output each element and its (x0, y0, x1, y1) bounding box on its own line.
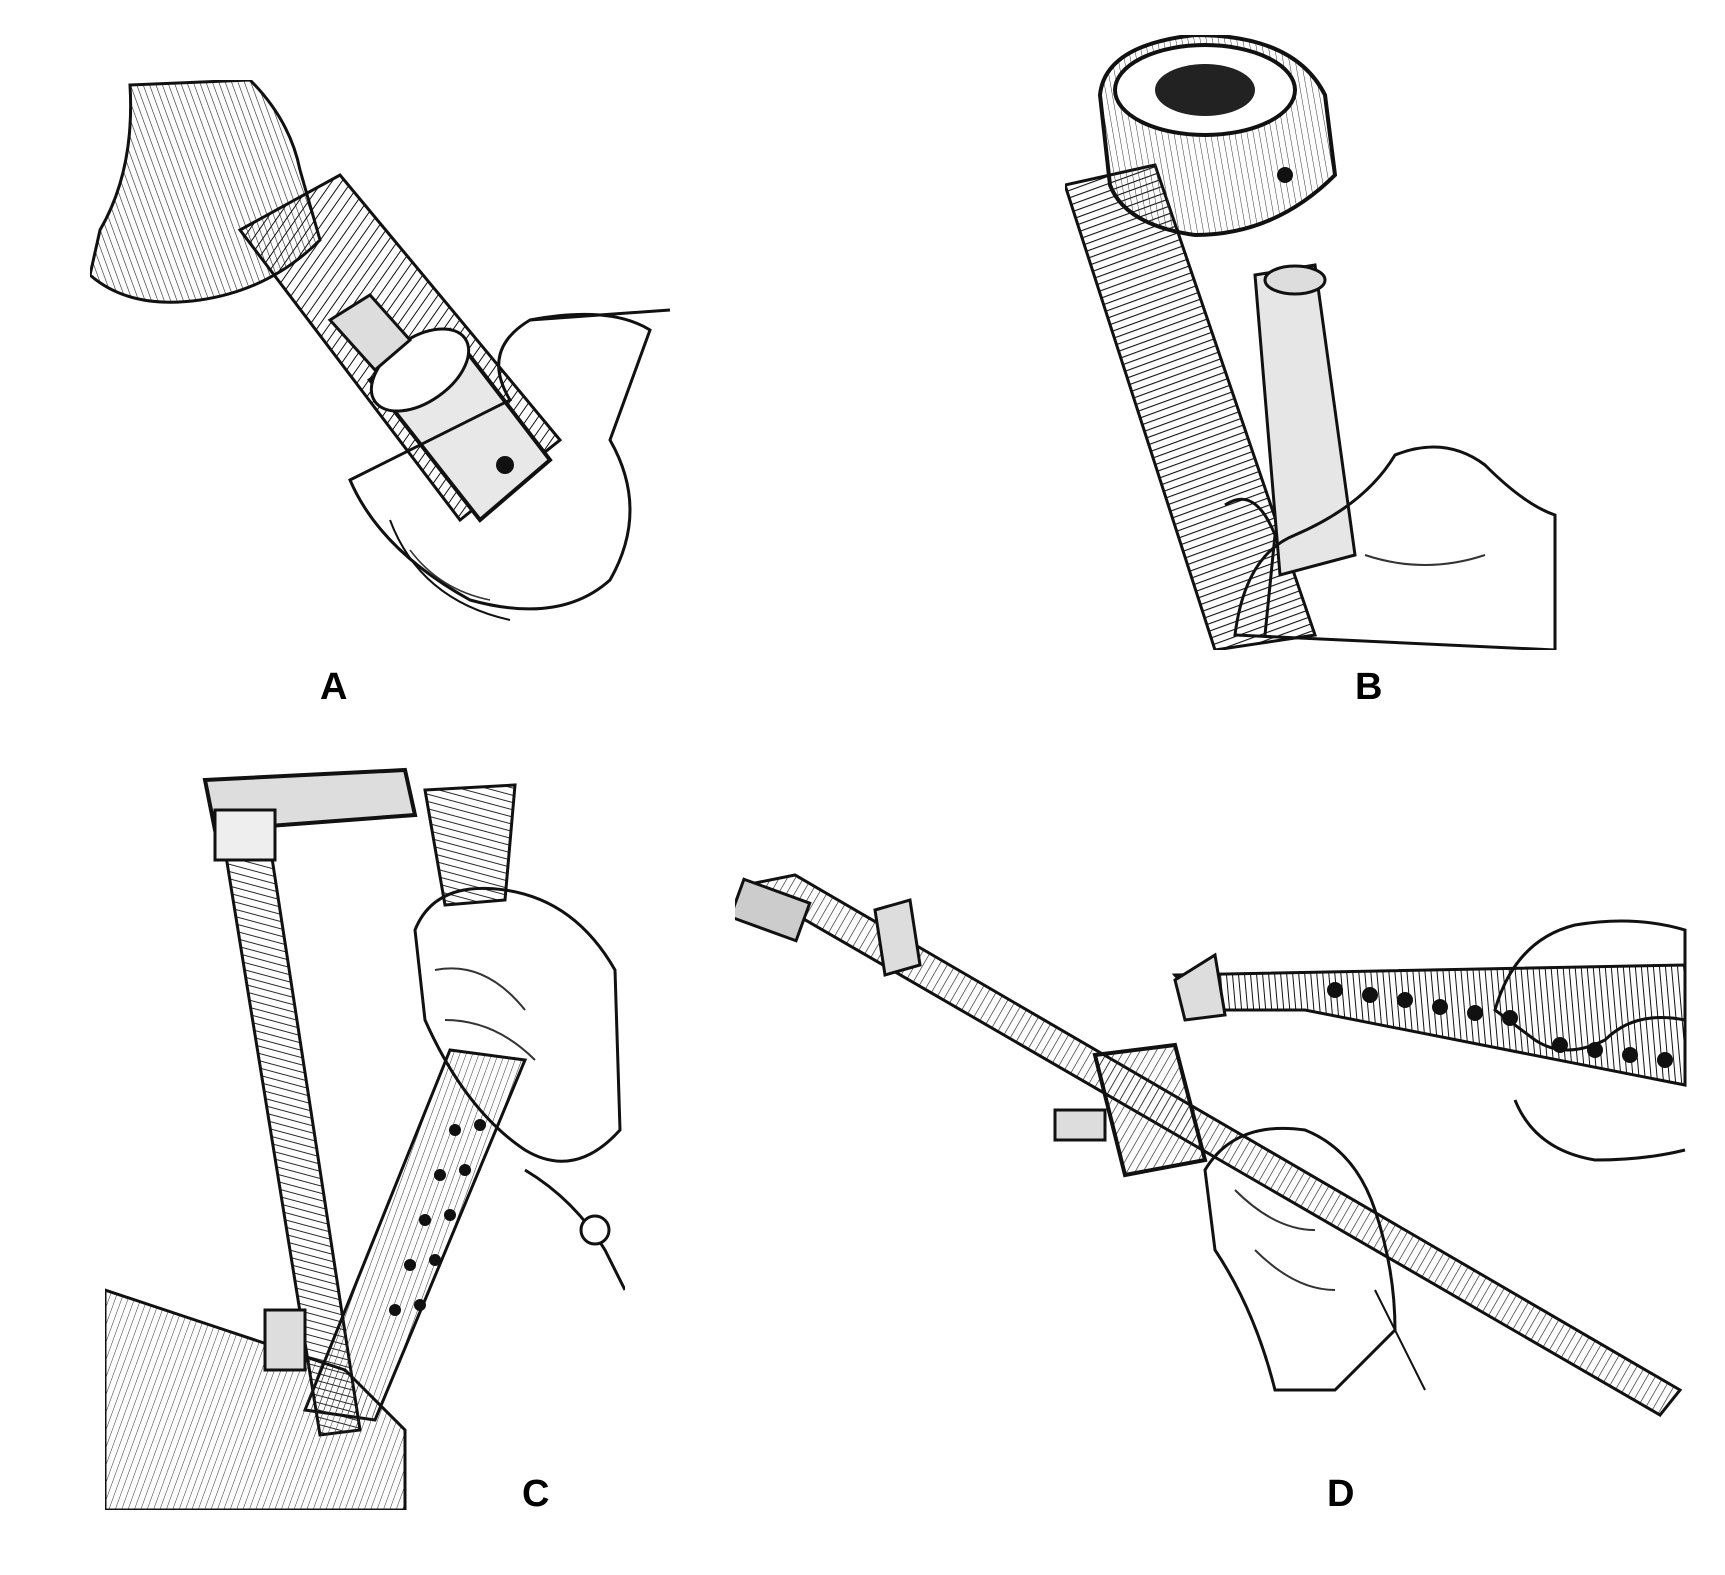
illustration-c (105, 730, 625, 1510)
illustration-b (1065, 35, 1565, 650)
label-b: B (1355, 666, 1383, 708)
illustration-d (735, 870, 1695, 1430)
label-d: D (1327, 1473, 1355, 1515)
illustration-b-drawing (1065, 35, 1557, 650)
label-c: C (522, 1473, 550, 1515)
illustration-a-drawing (90, 80, 670, 621)
illustration-c-drawing (105, 767, 625, 1510)
illustration-d-drawing (735, 873, 1687, 1417)
illustration-a (90, 80, 670, 650)
label-a: A (320, 666, 348, 708)
